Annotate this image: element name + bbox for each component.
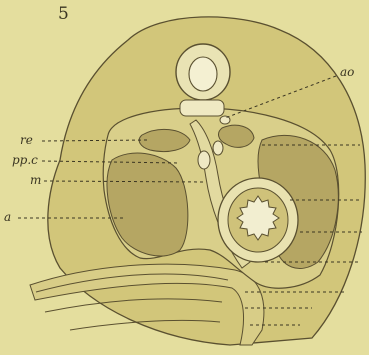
small-vessel-2 [213, 141, 223, 155]
label-ppc: pp.c [12, 154, 38, 166]
figure-number: 5 [58, 6, 69, 23]
label-m: m [30, 174, 41, 186]
small-vessel-1 [198, 151, 210, 169]
label-a: a [4, 211, 11, 223]
neural-canal [189, 57, 217, 91]
label-ao: ao [340, 66, 354, 78]
notochord-band [180, 100, 224, 116]
label-re: re [20, 134, 33, 146]
